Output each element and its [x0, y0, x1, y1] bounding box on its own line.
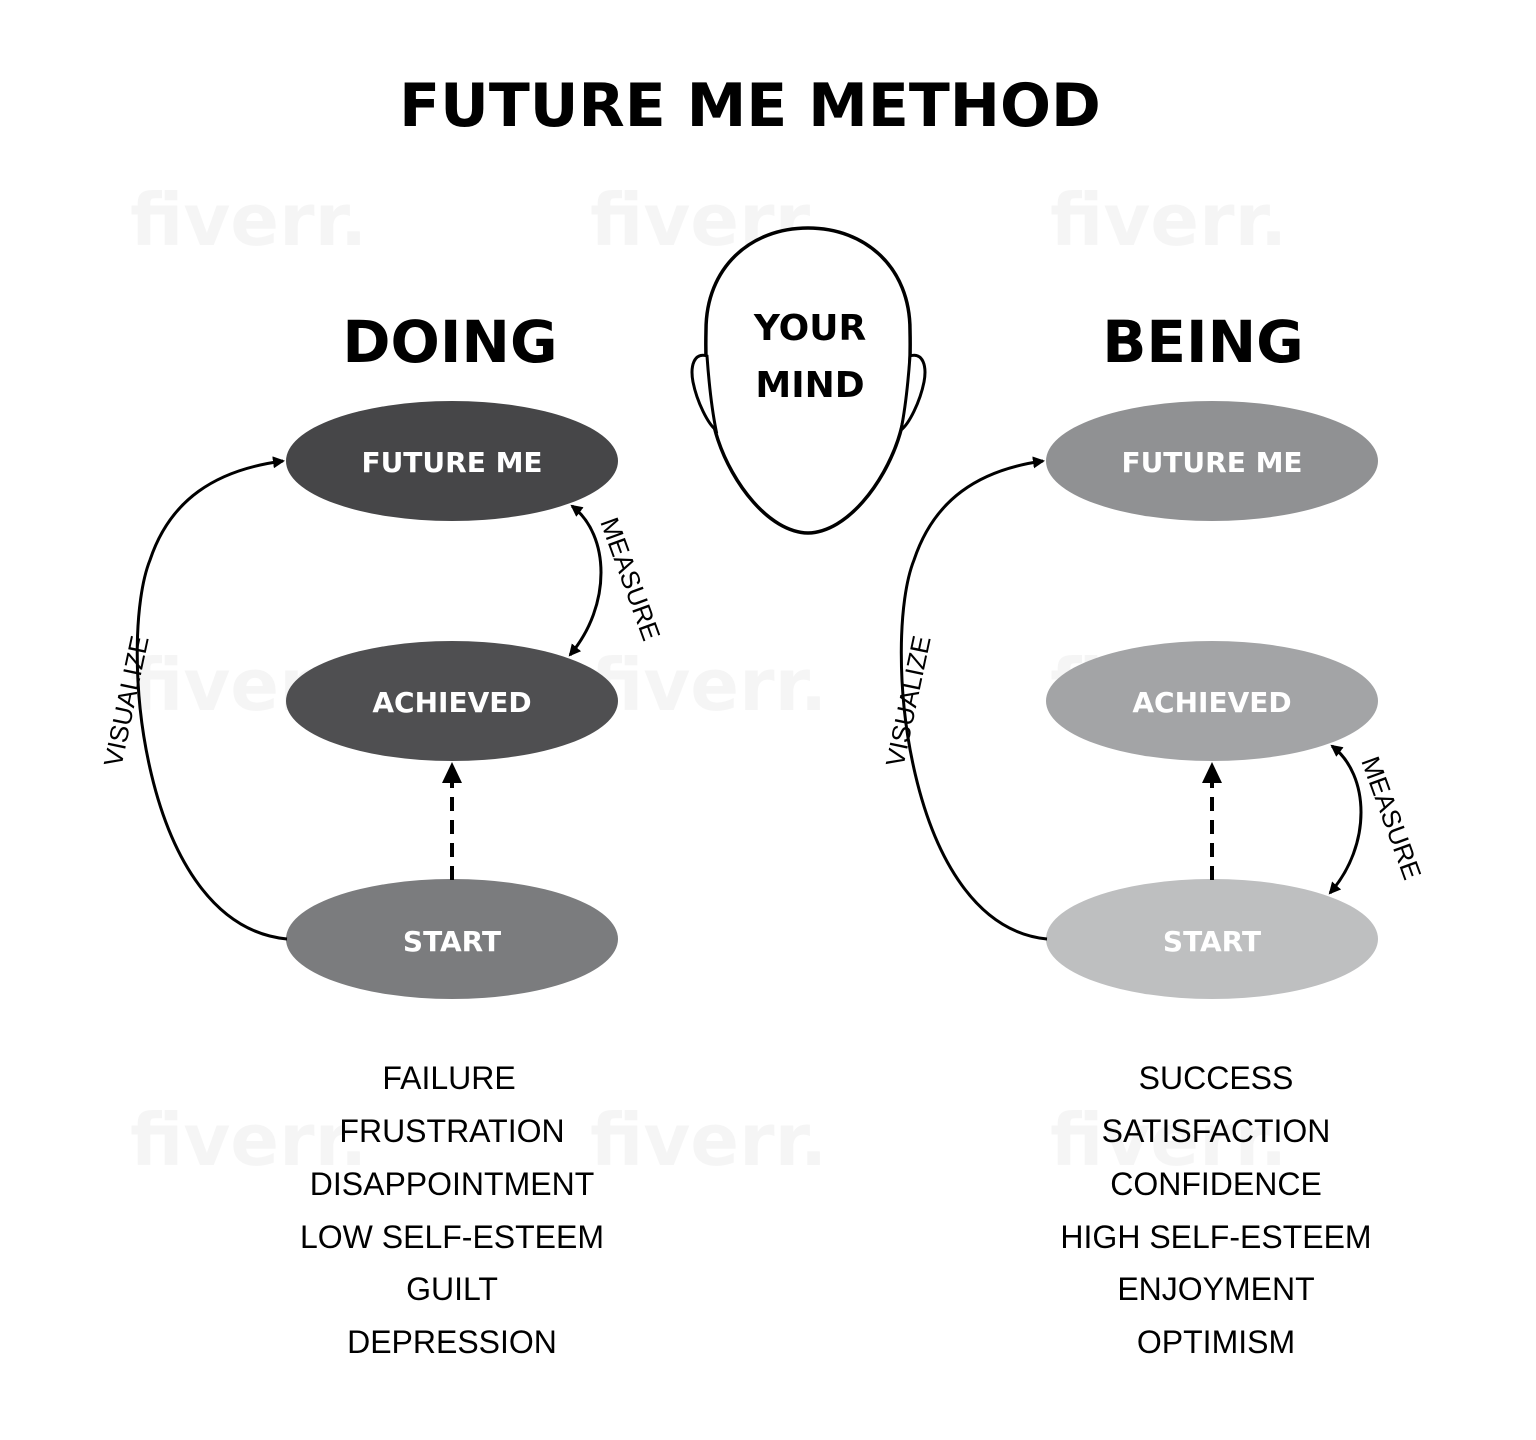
being-outcome-item: SUCCESS	[1139, 1060, 1294, 1096]
being-heading: BEING	[1102, 308, 1304, 376]
doing-achieved-node	[286, 641, 618, 761]
doing-achieved-label: ACHIEVED	[372, 686, 531, 719]
being-outcome-item: CONFIDENCE	[1110, 1166, 1322, 1202]
watermark: fiverr.	[590, 1098, 827, 1182]
doing-measure-label: MEASURE	[594, 513, 666, 644]
being-outcome-item: OPTIMISM	[1137, 1324, 1295, 1360]
doing-section: DOING FUTURE ME ACHIEVED START VISUALIZE…	[98, 308, 667, 1360]
being-future-me-node	[1046, 401, 1378, 521]
doing-start-label: START	[403, 925, 501, 958]
mind-label-line1: YOUR	[753, 308, 866, 349]
page-title: FUTURE ME METHOD	[399, 71, 1101, 141]
being-outcome-item: HIGH SELF-ESTEEM	[1060, 1219, 1371, 1255]
being-outcome-item: SATISFACTION	[1102, 1113, 1331, 1149]
doing-outcome-item: FRUSTRATION	[339, 1113, 564, 1149]
doing-outcome-item: FAILURE	[382, 1060, 515, 1096]
head-outline	[704, 226, 912, 535]
head-illustration: YOUR MIND	[690, 226, 927, 535]
being-achieved-node	[1046, 641, 1378, 761]
being-outcomes-list: SUCCESS SATISFACTION CONFIDENCE HIGH SEL…	[1060, 1060, 1371, 1360]
watermark: fiverr.	[130, 178, 367, 262]
doing-future-me-label: FUTURE ME	[361, 446, 542, 479]
watermark: fiverr.	[590, 643, 827, 727]
doing-outcome-item: LOW SELF-ESTEEM	[300, 1219, 604, 1255]
being-visualize-arrow	[899, 456, 1048, 941]
being-start-label: START	[1163, 925, 1261, 958]
doing-outcome-item: DEPRESSION	[347, 1324, 557, 1360]
mind-label-line2: MIND	[755, 365, 864, 406]
being-future-me-label: FUTURE ME	[1121, 446, 1302, 479]
left-ear	[690, 353, 719, 434]
being-progress-arrowhead	[1202, 762, 1222, 783]
doing-outcome-item: GUILT	[406, 1271, 498, 1307]
doing-outcomes-list: FAILURE FRUSTRATION DISAPPOINTMENT LOW S…	[300, 1060, 604, 1360]
being-achieved-label: ACHIEVED	[1132, 686, 1291, 719]
doing-heading: DOING	[342, 308, 557, 376]
being-start-node	[1046, 879, 1378, 999]
doing-future-me-node	[286, 401, 618, 521]
right-ear	[898, 353, 927, 434]
being-visualize-label: VISUALIZE	[880, 633, 937, 769]
doing-outcome-item: DISAPPOINTMENT	[310, 1166, 594, 1202]
watermark: fiverr.	[1050, 178, 1287, 262]
being-measure-arrow	[1328, 744, 1363, 895]
being-outcome-item: ENJOYMENT	[1117, 1271, 1314, 1307]
doing-progress-arrowhead	[442, 762, 462, 783]
doing-visualize-arrow	[135, 456, 288, 941]
being-section: BEING FUTURE ME ACHIEVED START VISUALIZE…	[880, 308, 1428, 1360]
doing-start-node	[286, 879, 618, 999]
doing-measure-arrow	[568, 504, 603, 657]
being-measure-label: MEASURE	[1355, 752, 1427, 883]
